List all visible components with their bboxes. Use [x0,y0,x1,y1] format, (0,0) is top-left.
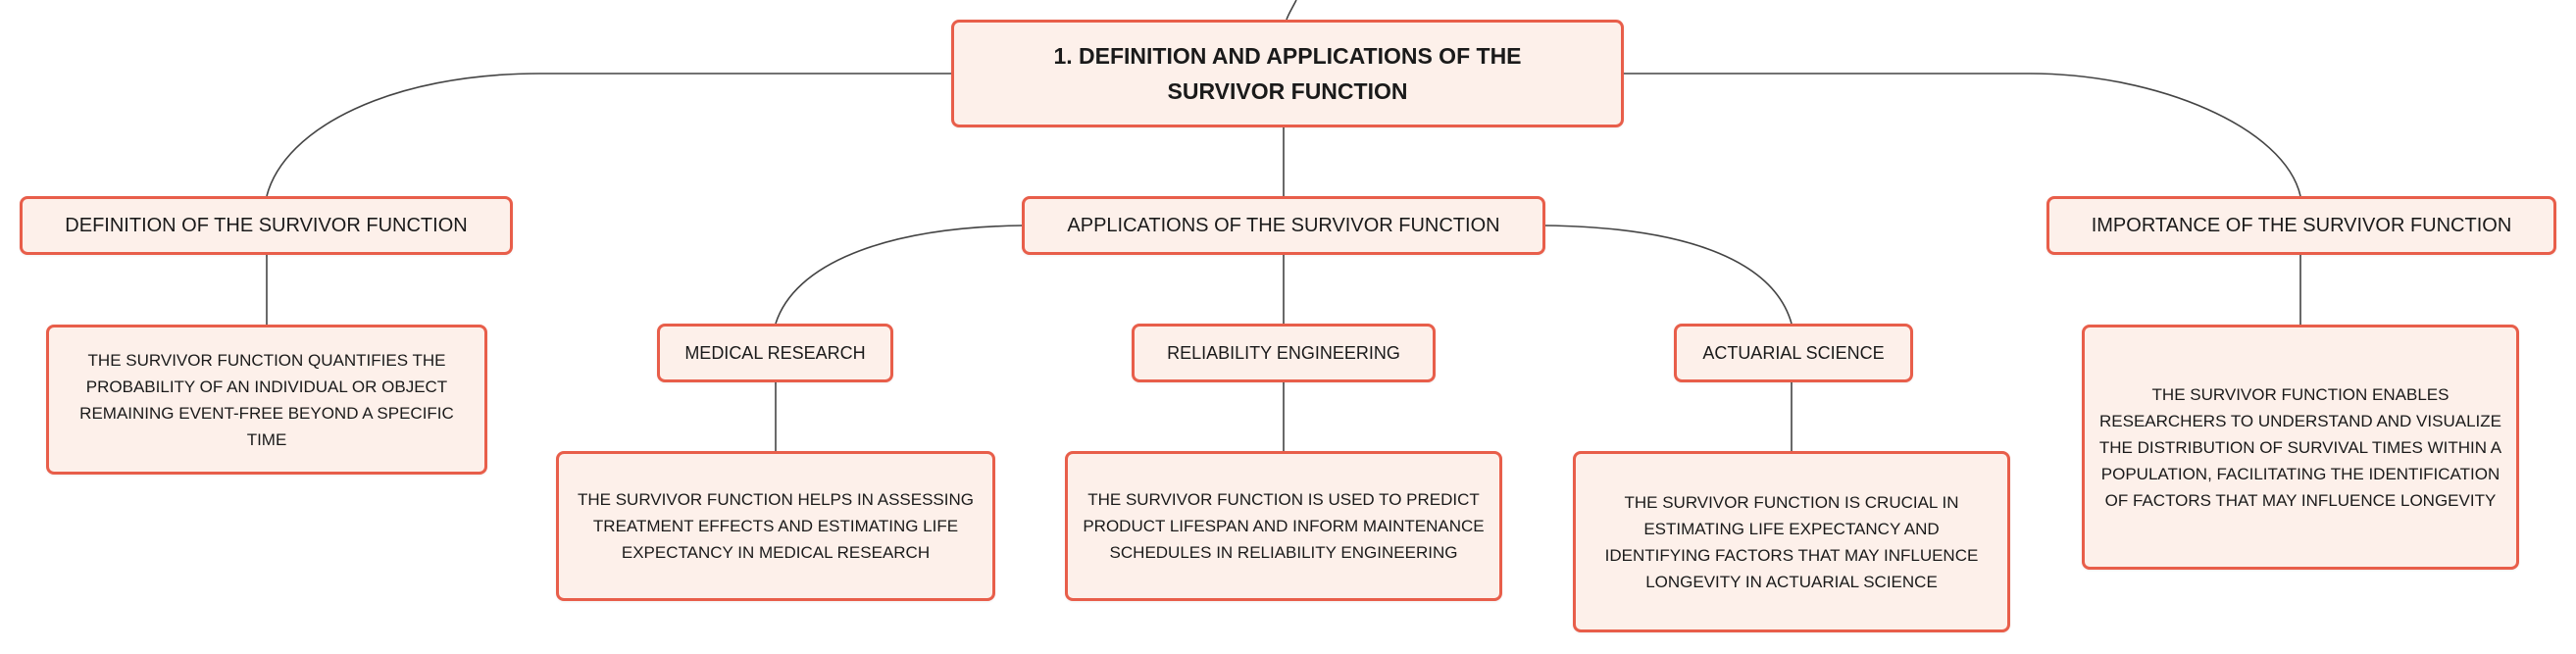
definition-node[interactable]: DEFINITION OF THE SURVIVOR FUNCTION [20,196,513,255]
connector-parent [1286,0,1297,21]
reliability-engineering-label: RELIABILITY ENGINEERING [1167,343,1400,363]
importance-node[interactable]: IMPORTANCE OF THE SURVIVOR FUNCTION [2046,196,2556,255]
importance-label: IMPORTANCE OF THE SURVIVOR FUNCTION [2091,215,2512,236]
connector-root-definition [266,73,951,197]
applications-node[interactable]: APPLICATIONS OF THE SURVIVOR FUNCTION [1022,196,1545,255]
definition-detail-text: THE SURVIVOR FUNCTION QUANTIFIES THE PRO… [79,350,454,449]
importance-detail-node[interactable]: THE SURVIVOR FUNCTION ENABLES RESEARCHER… [2082,325,2519,570]
connector-applications-actuarial [1544,225,1793,325]
actuarial-science-detail-text: THE SURVIVOR FUNCTION IS CRUCIAL IN ESTI… [1604,492,1979,591]
definition-label: DEFINITION OF THE SURVIVOR FUNCTION [65,215,468,236]
definition-detail-node[interactable]: THE SURVIVOR FUNCTION QUANTIFIES THE PRO… [46,325,487,475]
actuarial-science-detail-node[interactable]: THE SURVIVOR FUNCTION IS CRUCIAL IN ESTI… [1573,451,2010,632]
connector-root-importance [1624,73,2301,197]
actuarial-science-label: ACTUARIAL SCIENCE [1702,343,1885,363]
medical-research-detail-text: THE SURVIVOR FUNCTION HELPS IN ASSESSING… [578,490,974,562]
applications-label: APPLICATIONS OF THE SURVIVOR FUNCTION [1067,215,1500,236]
root-topic-title: 1. DEFINITION AND APPLICATIONS OF THE SU… [1053,43,1522,104]
importance-detail-text: THE SURVIVOR FUNCTION ENABLES RESEARCHER… [2098,384,2502,510]
root-topic-node[interactable]: 1. DEFINITION AND APPLICATIONS OF THE SU… [951,20,1624,127]
actuarial-science-node[interactable]: ACTUARIAL SCIENCE [1674,324,1913,382]
reliability-engineering-detail-node[interactable]: THE SURVIVOR FUNCTION IS USED TO PREDICT… [1065,451,1502,601]
medical-research-label: MEDICAL RESEARCH [684,343,866,363]
reliability-engineering-node[interactable]: RELIABILITY ENGINEERING [1132,324,1436,382]
medical-research-node[interactable]: MEDICAL RESEARCH [657,324,893,382]
connector-applications-medical [775,225,1023,325]
medical-research-detail-node[interactable]: THE SURVIVOR FUNCTION HELPS IN ASSESSING… [556,451,995,601]
reliability-engineering-detail-text: THE SURVIVOR FUNCTION IS USED TO PREDICT… [1083,490,1485,562]
